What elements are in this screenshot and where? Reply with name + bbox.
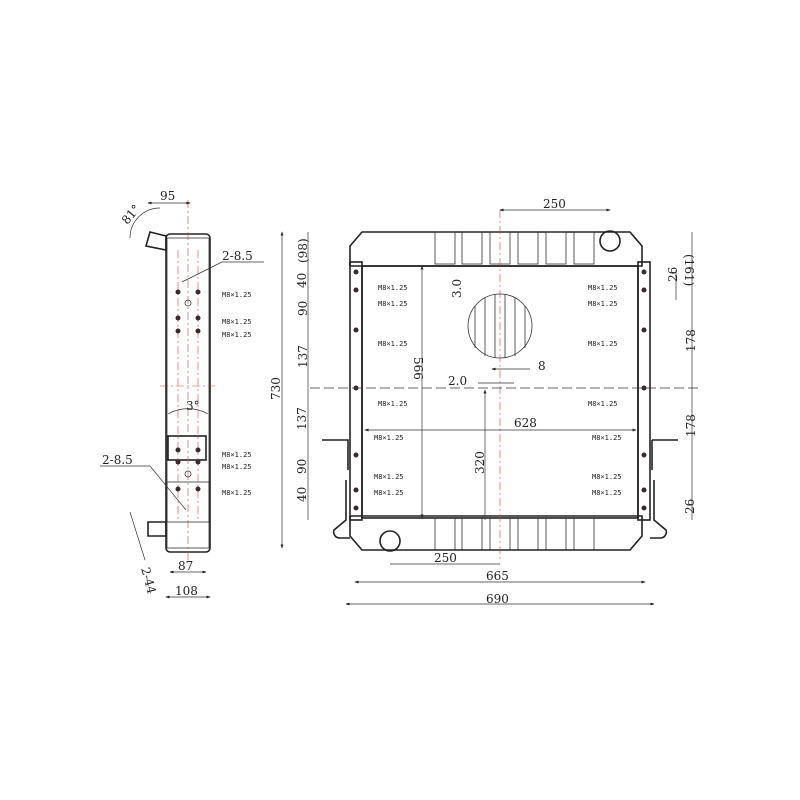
- dim-250-top: 250: [543, 197, 566, 211]
- dim-26: 26: [683, 499, 697, 514]
- thread-label: M8×1.25: [592, 473, 622, 481]
- dim-3-0: 3.0: [450, 279, 464, 298]
- thread-label: M8×1.25: [378, 400, 408, 408]
- thread-label: M8×1.25: [222, 318, 252, 326]
- thread-label: M8×1.25: [222, 291, 252, 299]
- dim-90: 90: [296, 301, 310, 316]
- bottom-pipe: [147, 521, 167, 537]
- thread-label: M8×1.25: [374, 489, 404, 497]
- front-view: 250 730 (98) 40 90 137 137 90 40 566 3.0…: [269, 197, 700, 606]
- dim-137: 137: [295, 407, 309, 430]
- thread-label: M8×1.25: [374, 473, 404, 481]
- hole-label-top: 2-8.5: [222, 249, 253, 263]
- dim-665: 665: [486, 569, 509, 583]
- hole-label-bottom: 2-8.5: [102, 453, 133, 467]
- dim-40: 40: [295, 487, 309, 502]
- dim-87: 87: [178, 559, 193, 573]
- dim-90: 90: [295, 459, 309, 474]
- dim-98: (98): [296, 238, 310, 263]
- side-holes: [175, 289, 201, 492]
- dim-26: 26: [666, 267, 680, 282]
- thread-label: M8×1.25: [378, 300, 408, 308]
- thread-label: M8×1.25: [222, 489, 252, 497]
- dim-161: (161): [682, 254, 696, 286]
- dim-81-deg: 81°: [119, 202, 143, 227]
- fin-detail: [467, 293, 533, 359]
- dim-108: 108: [175, 584, 198, 598]
- frame-holes: [353, 269, 647, 511]
- thread-label: M8×1.25: [588, 300, 618, 308]
- thread-label: M8×1.25: [374, 434, 404, 442]
- thread-label: M8×1.25: [592, 434, 622, 442]
- dim-8: 8: [538, 359, 546, 373]
- dim-95: 95: [160, 189, 175, 203]
- left-side-plate: [349, 261, 363, 521]
- thread-label: M8×1.25: [378, 284, 408, 292]
- dim-250-bottom: 250: [434, 551, 457, 565]
- dim-3-deg: 3°: [186, 399, 200, 413]
- dim-2-0: 2.0: [448, 374, 467, 388]
- dim-178: 178: [684, 329, 698, 352]
- dim-690: 690: [486, 592, 509, 606]
- dim-628: 628: [514, 416, 537, 430]
- thread-label: M8×1.25: [222, 463, 252, 471]
- dim-137: 137: [296, 345, 310, 368]
- right-side-plate: [637, 261, 651, 521]
- top-pipe: [144, 231, 167, 251]
- thread-labels-right: M8×1.25 M8×1.25 M8×1.25 M8×1.25 M8×1.25 …: [588, 284, 622, 497]
- thread-label: M8×1.25: [378, 340, 408, 348]
- dim-320: 320: [473, 451, 487, 474]
- thread-label: M8×1.25: [592, 489, 622, 497]
- dim-178: 178: [684, 414, 698, 437]
- thread-label: M8×1.25: [588, 400, 618, 408]
- dim-730: 730: [269, 377, 283, 400]
- thread-labels-left: M8×1.25 M8×1.25 M8×1.25 M8×1.25 M8×1.25 …: [374, 284, 408, 497]
- pipe-dia-label: 2-44: [138, 566, 159, 596]
- thread-label: M8×1.25: [222, 451, 252, 459]
- brackets: [322, 439, 678, 470]
- bottom-tank: [349, 515, 643, 551]
- side-view: 95 81° 2-8.5 M8×1.25 M8×1.25 M8×1.25 3° …: [100, 189, 264, 599]
- right-dims: 26 (161) 178 178 26: [666, 254, 698, 514]
- dim-40: 40: [295, 273, 309, 288]
- thread-label: M8×1.25: [588, 340, 618, 348]
- thread-label: M8×1.25: [588, 284, 618, 292]
- filler-neck: [599, 230, 621, 252]
- thread-label: M8×1.25: [222, 331, 252, 339]
- outlet-pipe: [379, 530, 401, 552]
- top-tank: [349, 231, 643, 267]
- dim-566: 566: [411, 357, 425, 380]
- left-dims: (98) 40 90 137 137 90 40: [295, 238, 310, 502]
